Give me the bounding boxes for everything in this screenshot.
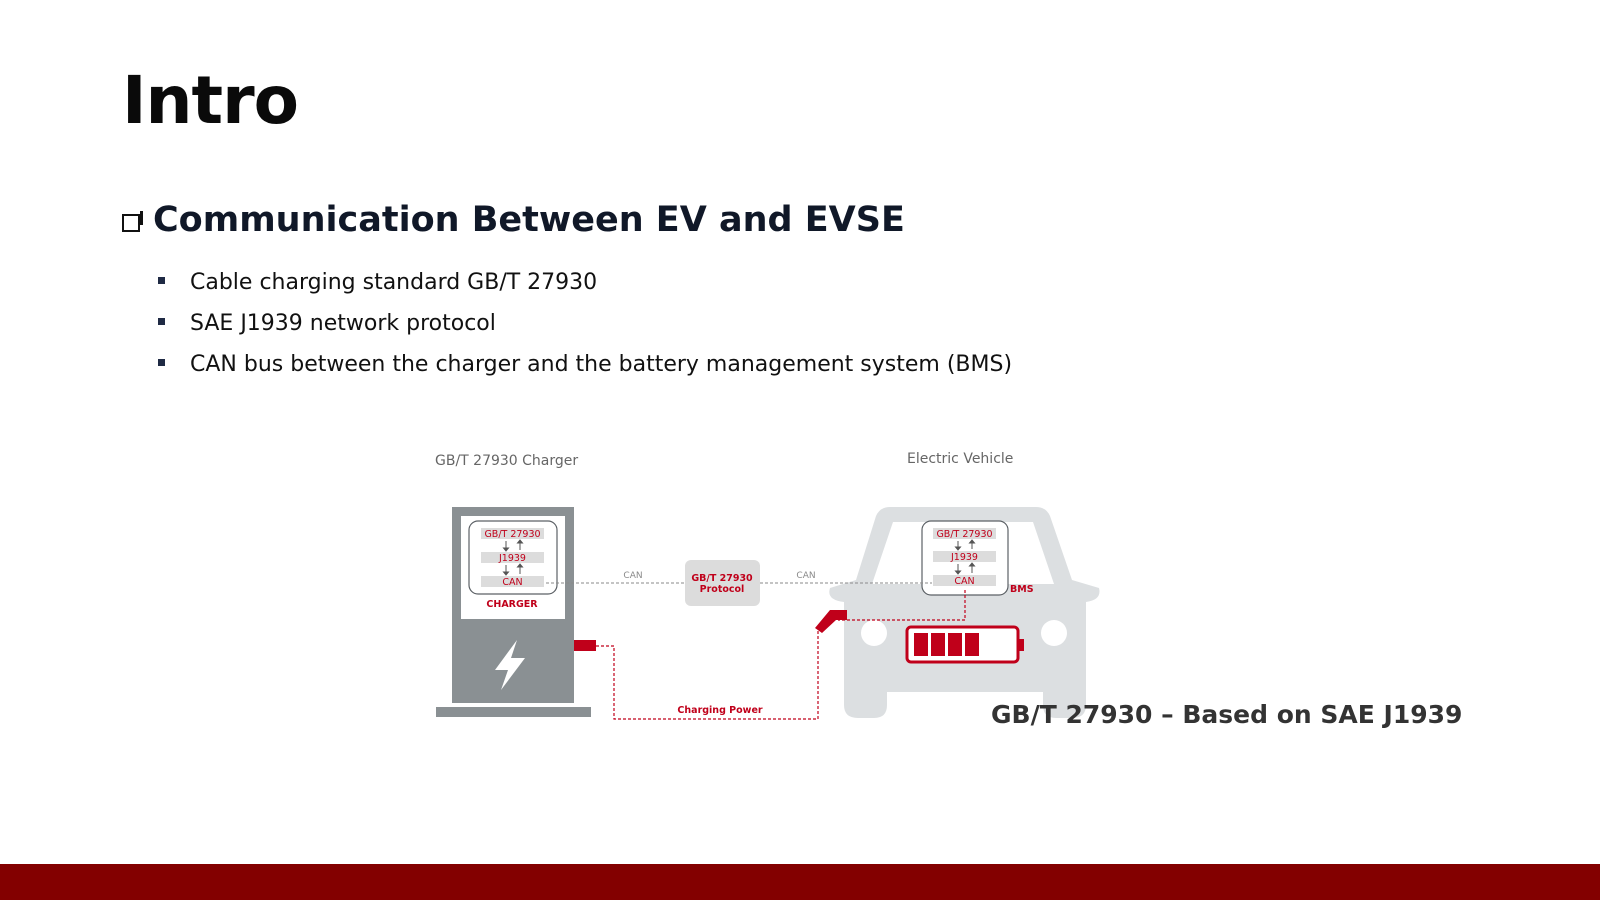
vehicle-heading: Electric Vehicle — [907, 451, 1013, 467]
section-heading-text: Communication Between EV and EVSE — [153, 200, 905, 240]
charger-stack-layer: J1939 — [498, 553, 526, 564]
charger-socket — [574, 640, 596, 651]
charging-power-path — [596, 590, 966, 720]
slide-title: Intro — [122, 62, 299, 139]
battery-icon — [905, 625, 1024, 664]
checkbox-bullet-icon — [122, 211, 143, 232]
charging-plug-icon — [815, 610, 847, 633]
bullet-item: SAE J1939 network protocol — [158, 303, 1012, 344]
bms-label: BMS — [1010, 584, 1034, 595]
protocol-title: GB/T 27930 — [691, 573, 753, 584]
lightning-icon — [495, 640, 525, 690]
can-label-left: CAN — [623, 571, 642, 581]
vehicle-stack-layer: CAN — [954, 576, 974, 587]
vehicle-stack-layer: J1939 — [950, 552, 978, 563]
charger-stack-layer: CAN — [502, 577, 522, 588]
can-label-right: CAN — [796, 571, 815, 581]
bullet-item: CAN bus between the charger and the batt… — [158, 344, 1012, 385]
charger-station: GB/T 27930 J1939 CAN CHARGER — [436, 507, 596, 717]
protocol-subtitle: Protocol — [700, 584, 745, 595]
bullet-item: Cable charging standard GB/T 27930 — [158, 262, 1012, 303]
vehicle-stack-layer: GB/T 27930 — [936, 529, 992, 540]
section-heading: Communication Between EV and EVSE — [122, 200, 905, 240]
diagram-caption: GB/T 27930 – Based on SAE J1939 — [991, 700, 1463, 729]
charger-label: CHARGER — [486, 599, 538, 610]
charger-stack-layer: GB/T 27930 — [484, 529, 540, 540]
square-bullet-icon — [158, 359, 165, 366]
footer-bar — [0, 864, 1600, 900]
charging-power-label: Charging Power — [677, 705, 762, 716]
protocol-box: GB/T 27930 Protocol — [685, 560, 760, 606]
charger-heading: GB/T 27930 Charger — [435, 453, 578, 469]
square-bullet-icon — [158, 277, 165, 284]
bullet-list: Cable charging standard GB/T 27930 SAE J… — [158, 262, 1012, 385]
square-bullet-icon — [158, 318, 165, 325]
vehicle: GB/T 27930 J1939 CAN BMS — [815, 507, 1100, 718]
